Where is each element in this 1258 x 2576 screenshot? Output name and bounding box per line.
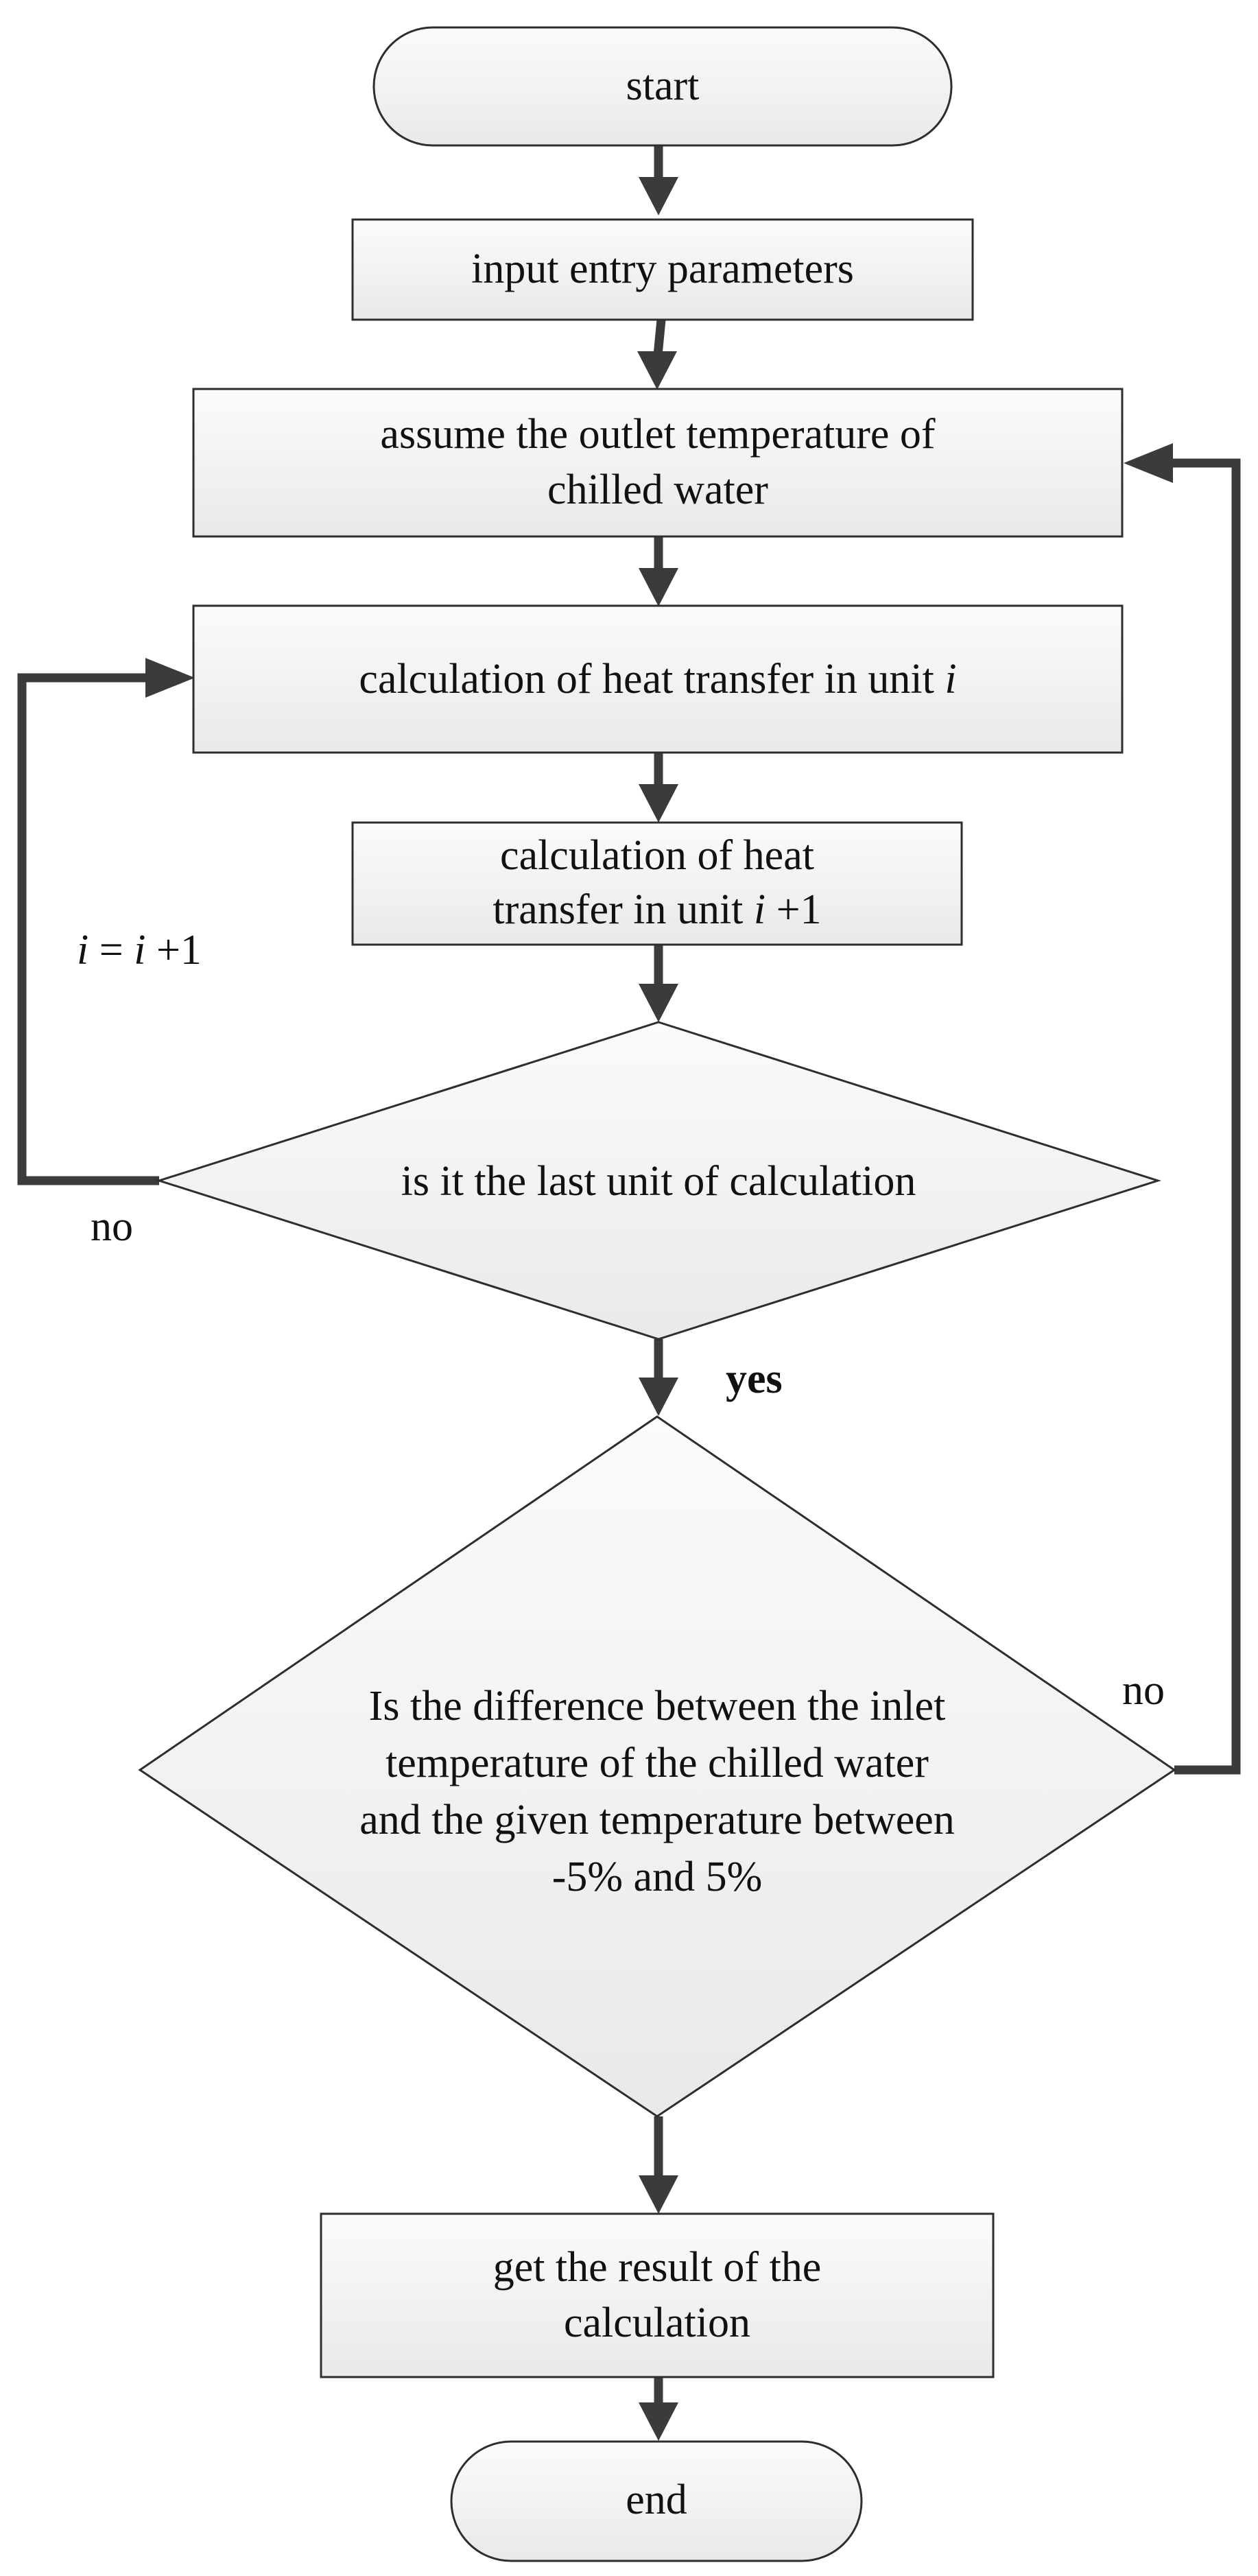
increment-lhs: i	[77, 927, 88, 973]
difference-decision-node: Is the difference between the inlet temp…	[138, 1415, 1176, 2118]
yes-label: yes	[726, 1356, 783, 1402]
difference-decision-line-4: -5% and 5%	[552, 1854, 762, 1900]
assume-temperature-line-2: chilled water	[547, 466, 768, 513]
increment-eq: =	[88, 927, 134, 973]
difference-decision-line-2: temperature of the chilled water	[385, 1740, 929, 1786]
calc-unit-next-node: calculation of heat transfer in unit i +…	[351, 821, 963, 946]
arrowhead-loop-back-no-left	[145, 658, 195, 698]
arrowhead-calc-next-to-decision	[639, 984, 678, 1022]
input-parameters-box	[351, 218, 974, 321]
difference-decision-diamond	[138, 1415, 1176, 2118]
start-node: start	[372, 26, 953, 147]
assume-temperature-box	[192, 388, 1124, 538]
calc-unit-i-text: calculation of heat transfer in unit	[359, 656, 945, 702]
calc-unit-next-suffix: +1	[766, 886, 821, 933]
calc-unit-i-label: calculation of heat transfer in unit i	[359, 656, 956, 702]
result-line-2: calculation	[564, 2300, 750, 2346]
no-label-right: no	[1122, 1667, 1165, 1714]
calc-unit-i-node: calculation of heat transfer in unit i	[192, 604, 1124, 754]
assume-temperature-node: assume the outlet temperature of chilled…	[192, 388, 1124, 538]
start-terminator	[372, 26, 953, 147]
assume-temperature-line-1: assume the outlet temperature of	[380, 411, 936, 458]
increment-label: i = i +1	[77, 927, 202, 973]
difference-decision-line-3: and the given temperature between	[359, 1797, 955, 1843]
difference-decision-line-1: Is the difference between the inlet	[369, 1683, 946, 1729]
end-label: end	[626, 2477, 687, 2523]
result-node: get the result of the calculation	[320, 2212, 995, 2378]
start-label: start	[626, 62, 700, 109]
end-node: end	[450, 2440, 863, 2562]
loop-back-no-right	[1162, 458, 1241, 1775]
end-terminator	[450, 2440, 863, 2562]
arrowhead-calc-to-calc-next	[639, 784, 678, 823]
no-label-left: no	[91, 1203, 133, 1250]
calc-unit-next-box	[351, 821, 963, 946]
arrowhead-loop-back-no-right	[1124, 443, 1173, 483]
arrowhead-assume-to-calc	[639, 568, 678, 606]
input-parameters-label: input entry parameters	[471, 246, 854, 292]
connectors	[17, 145, 1241, 2441]
calc-unit-next-line-2: transfer in unit i +1	[492, 886, 821, 933]
arrowhead-diff-to-result	[639, 2175, 678, 2214]
arrowhead-decision-to-diff	[639, 1378, 678, 1416]
calc-unit-next-var: i	[754, 886, 766, 933]
last-unit-decision-node: is it the last unit of calculation	[156, 1021, 1161, 1340]
last-unit-decision-label: is it the last unit of calculation	[401, 1158, 916, 1205]
arrowhead-result-to-end	[639, 2402, 678, 2441]
loop-back-no-left	[17, 673, 159, 1185]
calc-unit-next-text: transfer in unit	[492, 886, 754, 933]
calc-unit-i-var: i	[945, 656, 956, 702]
last-unit-decision-diamond	[156, 1021, 1161, 1340]
calc-unit-i-box	[192, 604, 1124, 754]
arrowhead-input-to-assume	[637, 351, 677, 390]
increment-rhs: i	[134, 927, 145, 973]
increment-suffix: +1	[145, 927, 201, 973]
input-parameters-node: input entry parameters	[351, 218, 974, 321]
result-box	[320, 2212, 995, 2378]
result-line-1: get the result of the	[493, 2244, 822, 2291]
arrowhead-start-to-input	[639, 177, 678, 215]
calc-unit-next-line-1: calculation of heat	[500, 832, 814, 879]
